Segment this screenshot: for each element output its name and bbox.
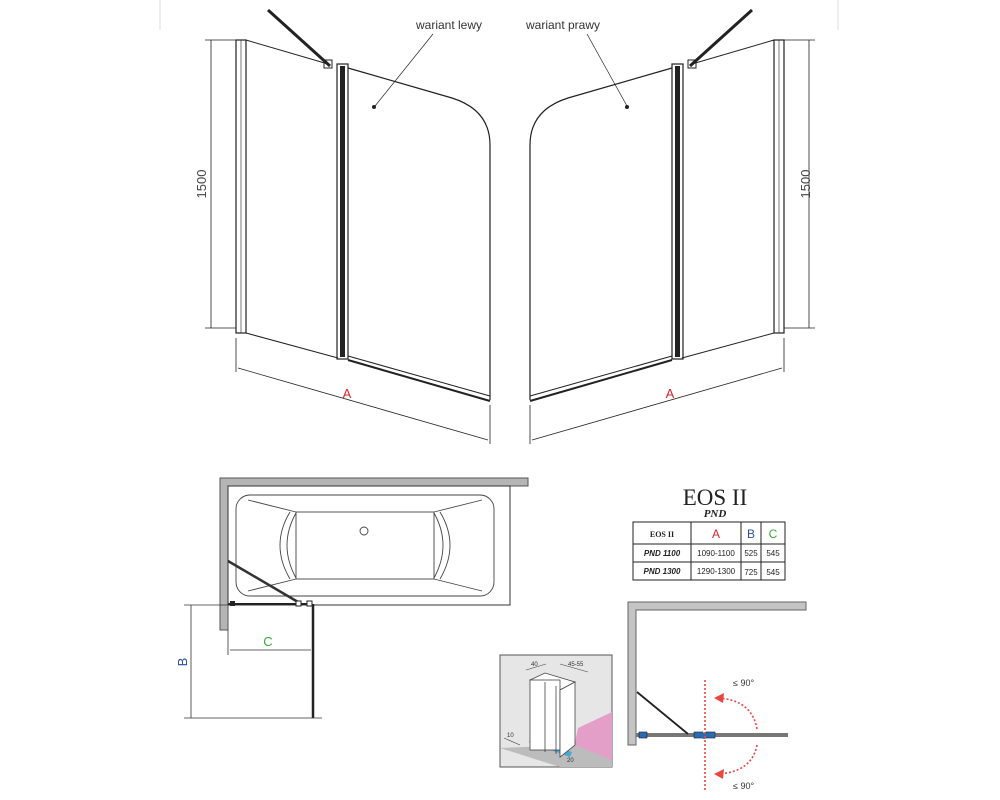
product-subtitle: PND <box>704 508 727 520</box>
bathtub-plan-view <box>184 477 529 719</box>
table-cell: 525 <box>744 549 758 558</box>
table-cell: 545 <box>766 549 780 558</box>
table-cell: 1090-1100 <box>697 549 735 558</box>
table-header-a: A <box>712 527 720 541</box>
inset-dim-20: 20 <box>567 758 574 764</box>
inset-dim-45-55: 45-55 <box>568 662 584 668</box>
table-cell: 545 <box>766 568 780 577</box>
product-title: EOS II <box>683 485 748 510</box>
bathtub <box>227 485 511 606</box>
dimension-table: EOS II A B C PND 1100 1090-1100 525 545 … <box>632 521 786 581</box>
rotation-angle-top: ≤ 90° <box>733 678 754 688</box>
table-cell: PND 1100 <box>644 549 681 558</box>
table-header-model: EOS II <box>650 530 674 539</box>
table-header-c: C <box>769 527 778 541</box>
dimension-c-label: C <box>263 634 272 649</box>
width-dimension-left: A <box>343 386 352 401</box>
inset-dim-40: 40 <box>531 662 538 668</box>
rotation-angle-bottom: ≤ 90° <box>733 781 754 791</box>
profile-detail-inset: 40 45-55 10 20 <box>499 654 613 768</box>
height-dimension-right: 1500 <box>798 170 813 199</box>
rotation-plan-view: ≤ 90° ≤ 90° <box>627 601 807 791</box>
wall <box>627 601 807 746</box>
left-variant-elevation <box>205 8 491 444</box>
dimension-b-label: B <box>175 658 190 667</box>
table-cell: 725 <box>744 568 758 577</box>
height-dimension-left: 1500 <box>194 170 209 199</box>
table-header-b: B <box>747 527 755 541</box>
inset-dim-10: 10 <box>507 733 514 739</box>
variant-left-label: wariant lewy <box>415 18 482 32</box>
table-cell: 1290-1300 <box>697 567 736 576</box>
right-variant-elevation <box>529 8 815 444</box>
table-cell: PND 1300 <box>644 567 681 576</box>
variant-right-label: wariant prawy <box>525 18 600 32</box>
width-dimension-right: A <box>666 386 675 401</box>
